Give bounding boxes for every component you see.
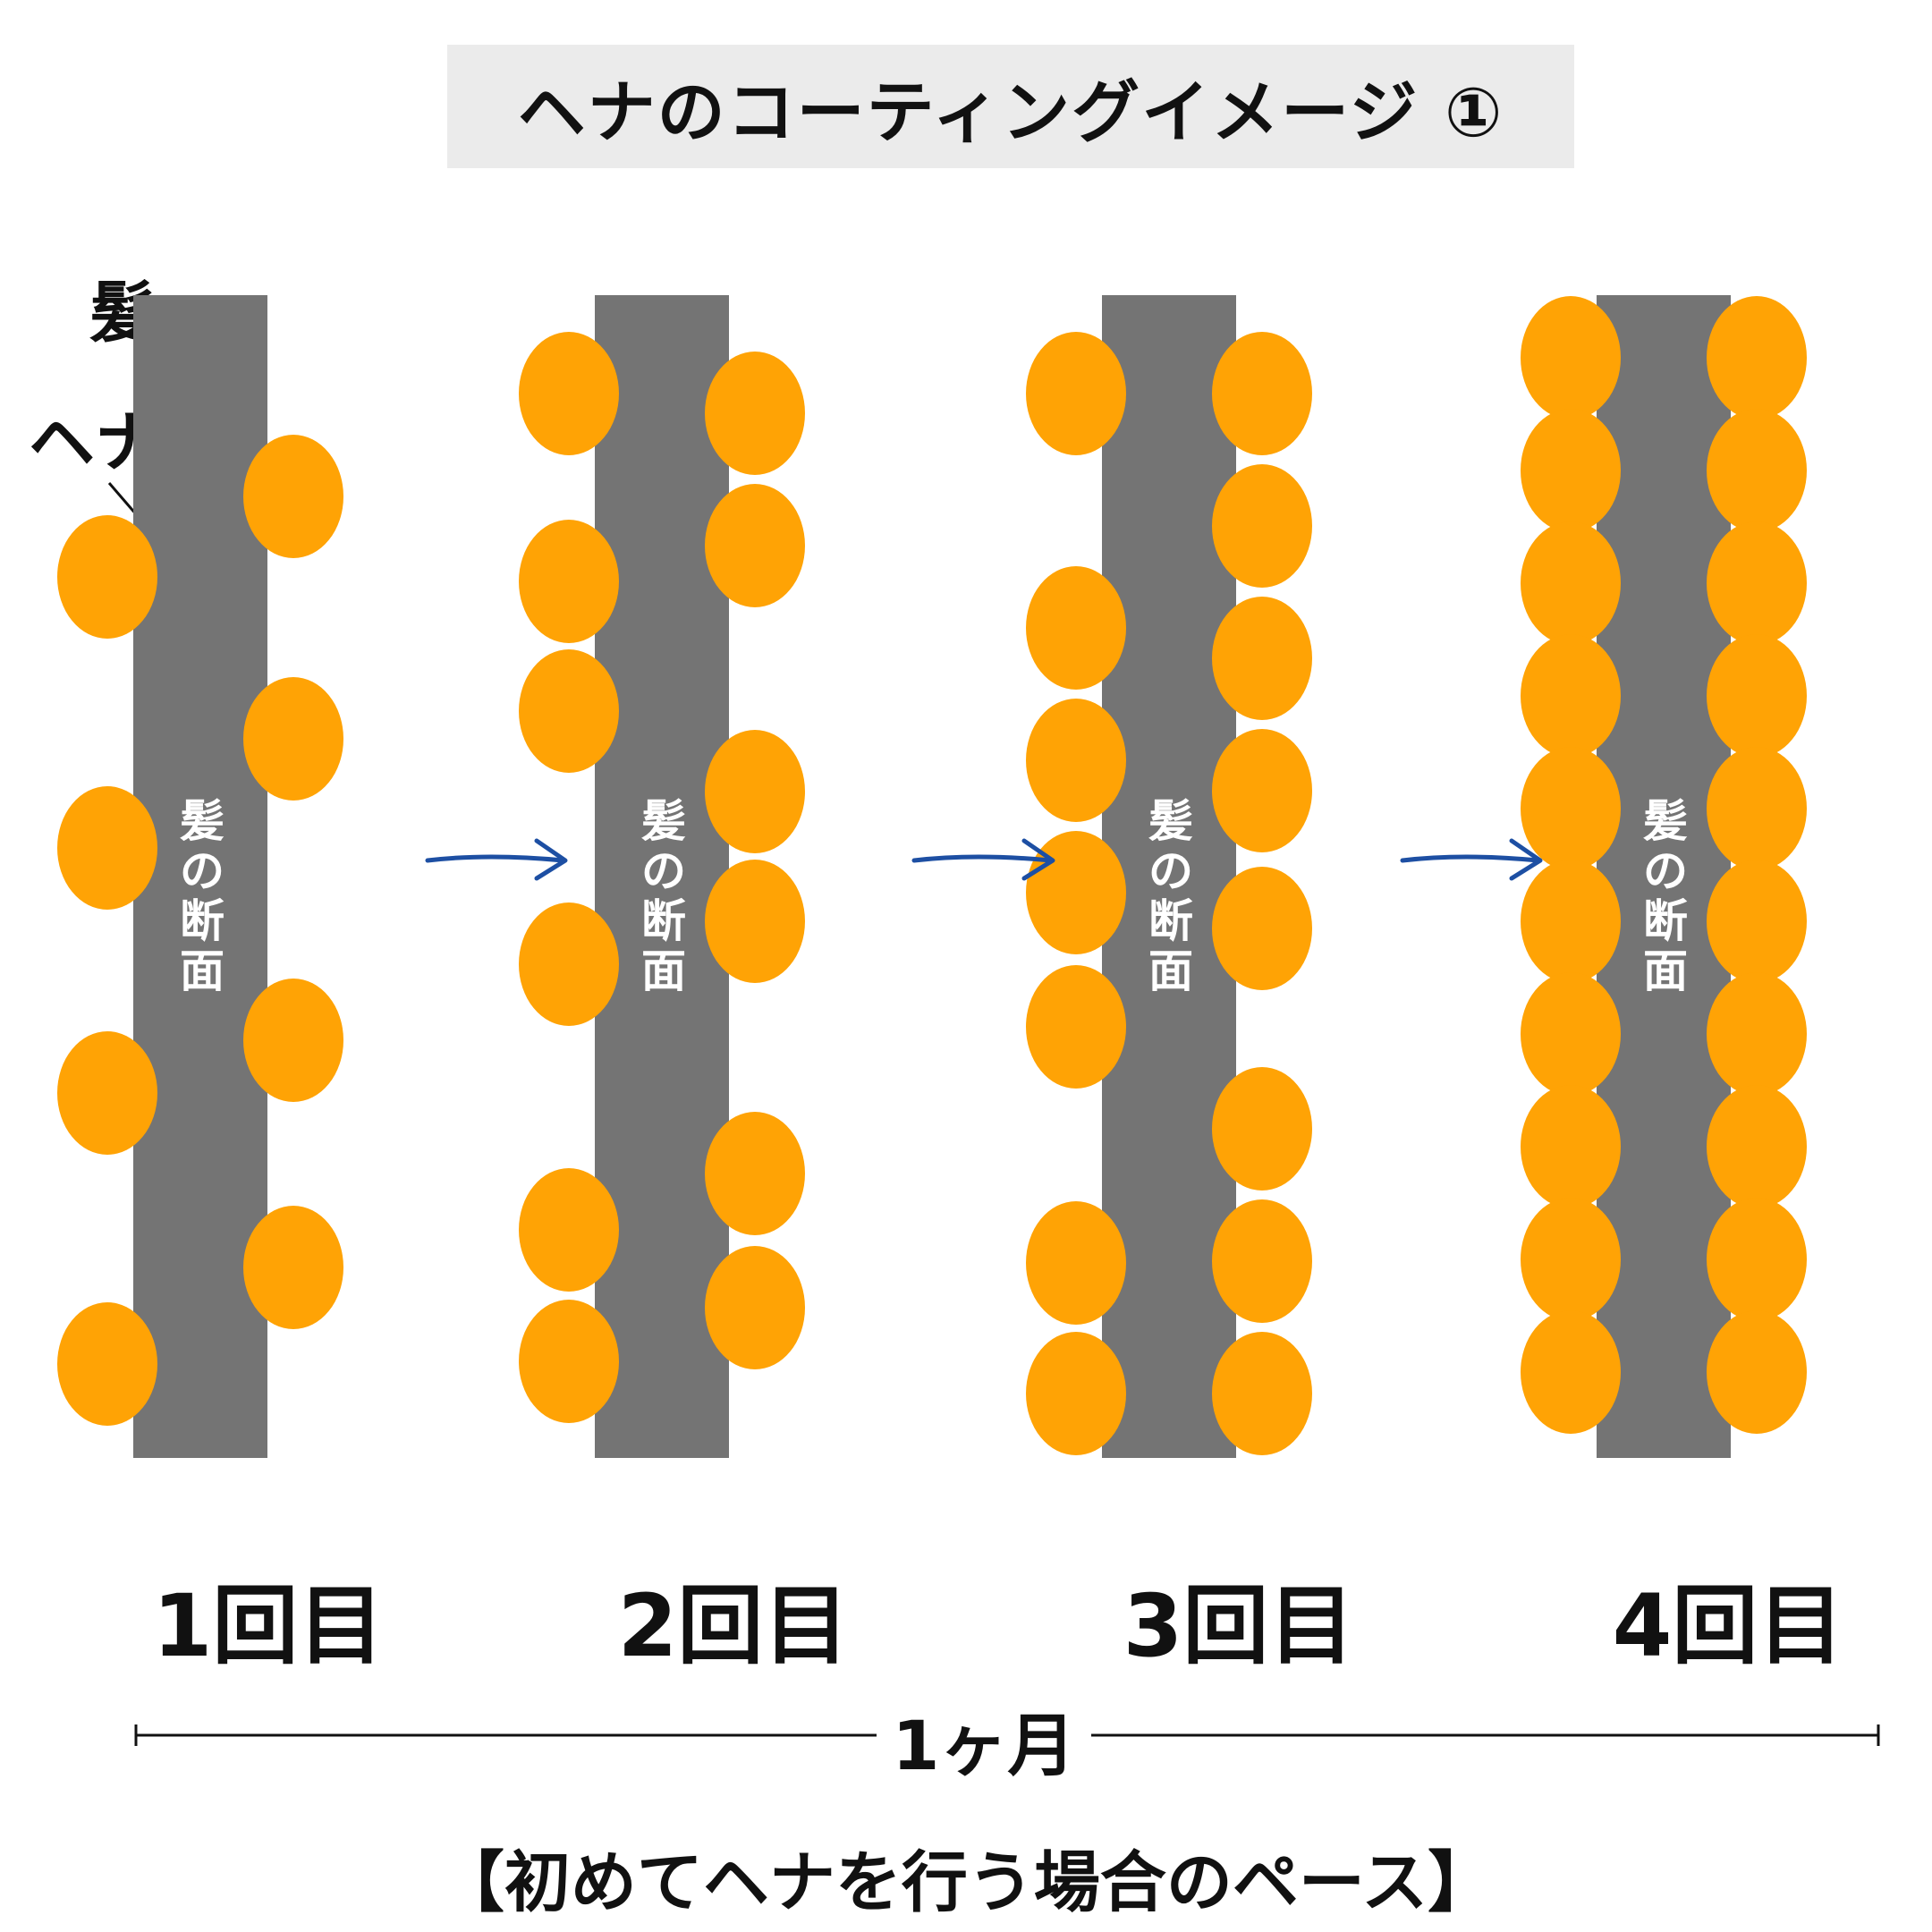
henna-particle [243, 1206, 343, 1329]
henna-particle [1212, 597, 1312, 720]
henna-particle [1026, 831, 1126, 954]
henna-particle [1707, 296, 1807, 419]
henna-particle [1521, 409, 1621, 532]
henna-particle [1521, 860, 1621, 983]
henna-particle [243, 435, 343, 558]
henna-particle [1707, 1198, 1807, 1321]
henna-particle [1026, 1201, 1126, 1325]
henna-particle [57, 786, 157, 910]
henna-particle [519, 649, 619, 773]
henna-particle [1026, 1332, 1126, 1455]
hair-section-char: 髪 [641, 795, 686, 847]
henna-particle [1026, 965, 1126, 1089]
henna-particle [1212, 729, 1312, 852]
henna-particle [1707, 747, 1807, 870]
henna-particle [243, 677, 343, 801]
henna-particle [1521, 296, 1621, 419]
henna-particle [57, 515, 157, 639]
henna-particle [1707, 1310, 1807, 1434]
henna-particle [705, 484, 805, 607]
stage-label-1: 1回目 [152, 1576, 385, 1676]
hair-section-char: の [641, 845, 686, 897]
henna-particle [1521, 1310, 1621, 1434]
stage-label-4: 4回目 [1612, 1576, 1844, 1676]
progress-arrow-2 [911, 838, 1055, 881]
henna-particle [1026, 566, 1126, 690]
henna-particle [705, 352, 805, 475]
hair-section-char: 面 [180, 945, 225, 997]
title-box: ヘナのコーティングイメージ ① [447, 45, 1574, 168]
henna-particle [705, 860, 805, 983]
henna-particle [57, 1031, 157, 1155]
henna-particle [519, 902, 619, 1026]
timeline-label: 1ヶ月 [877, 1690, 1091, 1789]
henna-particle [519, 332, 619, 455]
henna-particle [1212, 867, 1312, 990]
henna-particle [705, 1246, 805, 1369]
hair-section-char: 断 [180, 895, 225, 947]
henna-particle [1521, 972, 1621, 1096]
henna-particle [519, 520, 619, 643]
hair-strand [595, 295, 729, 1458]
hair-section-char: 面 [1148, 945, 1193, 997]
henna-particle [1212, 464, 1312, 588]
henna-particle [1212, 1199, 1312, 1323]
hair-section-char: 面 [1643, 945, 1688, 997]
henna-particle [1212, 332, 1312, 455]
henna-particle [1521, 747, 1621, 870]
henna-particle [1521, 1085, 1621, 1208]
caption: 【初めてヘナを行う場合のペース】 [437, 1844, 1495, 1921]
henna-particle [1707, 860, 1807, 983]
henna-particle [1212, 1067, 1312, 1191]
hair-section-char: 髪 [1643, 795, 1688, 847]
henna-particle [243, 979, 343, 1102]
hair-section-char: 断 [641, 895, 686, 947]
hair-section-char: の [1148, 845, 1193, 897]
henna-particle [519, 1168, 619, 1292]
hair-section-char: 髪 [1148, 795, 1193, 847]
diagram-title: ヘナのコーティングイメージ ① [517, 72, 1504, 152]
hair-section-char: 面 [641, 945, 686, 997]
progress-arrow-3 [1400, 838, 1543, 881]
henna-particle [1026, 332, 1126, 455]
henna-particle [705, 1112, 805, 1235]
progress-arrow-1 [425, 838, 568, 881]
henna-particle [1707, 409, 1807, 532]
henna-particle [1212, 1332, 1312, 1455]
hair-section-char: 断 [1643, 895, 1688, 947]
henna-particle [1707, 634, 1807, 758]
hair-section-char: の [1643, 845, 1688, 897]
henna-particle [1521, 634, 1621, 758]
hair-section-char: 断 [1148, 895, 1193, 947]
henna-particle [1707, 521, 1807, 645]
hair-section-char: の [180, 845, 225, 897]
hair-section-char: 髪 [180, 795, 225, 847]
henna-particle [519, 1300, 619, 1423]
henna-particle [1521, 1198, 1621, 1321]
henna-particle [57, 1302, 157, 1426]
henna-particle [705, 730, 805, 853]
henna-particle [1521, 521, 1621, 645]
stage-label-3: 3回目 [1123, 1576, 1355, 1676]
henna-particle [1707, 972, 1807, 1096]
stage-label-2: 2回目 [617, 1576, 850, 1676]
henna-particle [1026, 699, 1126, 822]
henna-particle [1707, 1085, 1807, 1208]
